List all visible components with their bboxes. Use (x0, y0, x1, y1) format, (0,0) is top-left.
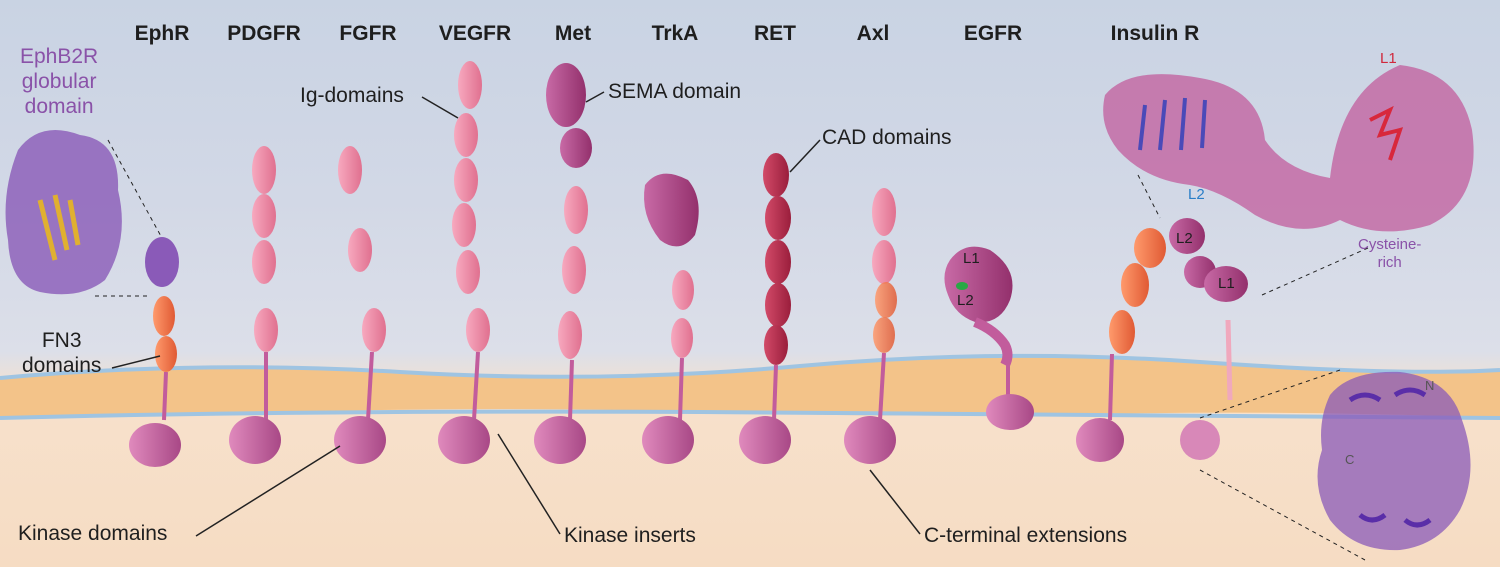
kinase-domains-label: Kinase domains (18, 522, 168, 545)
axl-receptor (844, 188, 897, 464)
header-ret: RET (754, 22, 796, 45)
header-axl: Axl (856, 22, 890, 45)
egfr-l1-label: L1 (963, 250, 980, 267)
c-terminal-extensions-label: C-terminal extensions (924, 524, 1128, 547)
vegfr-receptor (438, 61, 490, 464)
ephb2r-globular-blob (5, 130, 122, 295)
cad-domains-label: CAD domains (822, 126, 952, 149)
trka-receptor (642, 173, 699, 464)
header-ephr: EphR (134, 22, 190, 45)
kinase-c-terminus-label: C (1345, 452, 1355, 467)
structure-l1-label: L1 (1380, 50, 1397, 67)
cell-membrane (0, 353, 1500, 420)
insulin-r-receptor (1076, 218, 1248, 462)
egfr-receptor (944, 246, 1034, 430)
kinase-structure-blob (1317, 371, 1471, 551)
insulin-r-l2-label: L2 (1176, 230, 1193, 247)
insulin-r-l1-label: L1 (1218, 275, 1235, 292)
kinase-inserts-label: Kinase inserts (564, 524, 696, 547)
insulin-r-structure-blob (1103, 65, 1474, 232)
header-fgfr: FGFR (339, 22, 397, 45)
kinase-n-terminus-label: N (1425, 378, 1435, 393)
ephr-receptor (129, 237, 181, 467)
callout-lines (111, 91, 921, 537)
header-met: Met (554, 22, 592, 45)
structure-l2-label: L2 (1188, 186, 1205, 203)
fgfr-receptor (334, 146, 386, 464)
met-receptor (534, 63, 592, 464)
header-insulin-r: Insulin R (1110, 22, 1200, 45)
egfr-l2-label: L2 (957, 292, 974, 309)
cysteine-rich-label: Cysteine-rich (1358, 236, 1422, 271)
ret-receptor (739, 153, 791, 464)
header-trka: TrkA (651, 22, 699, 45)
header-pdgfr: PDGFR (227, 22, 301, 45)
ig-domains-label: Ig-domains (300, 84, 404, 107)
pdgfr-receptor (229, 146, 281, 464)
sema-domain-label: SEMA domain (608, 80, 742, 103)
header-vegfr: VEGFR (438, 22, 512, 45)
header-egfr: EGFR (963, 22, 1023, 45)
